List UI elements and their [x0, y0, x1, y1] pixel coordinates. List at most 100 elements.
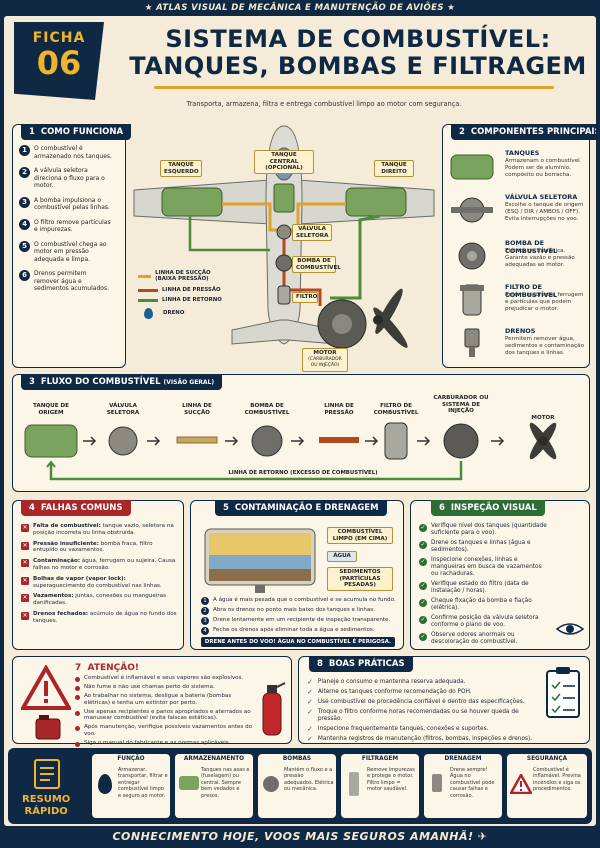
engine-icon [317, 288, 408, 349]
flow-step: FILTRO DE COMBUSTÍVEL [373, 403, 419, 416]
flow-step: TANQUE DE ORIGEM [33, 403, 69, 416]
tank-icon [179, 776, 199, 790]
label-bomba: BOMBA DE COMBUSTÍVEL [292, 256, 341, 274]
legend-item: LINHA DE PRESSÃO [138, 287, 228, 293]
falha-item: ✕Contaminação: água, ferrugem ou sujeira… [21, 558, 176, 571]
label-combustivel-limpo: COMBUSTÍVEL LIMPO (EM CIMA) [327, 527, 393, 545]
section-boas-praticas: 8 BOAS PRÁTICAS ✓Planeje o consumo e man… [298, 656, 590, 744]
atencao-item: Após manutenção, verifique possíveis vaz… [75, 724, 253, 738]
atencao-list: Combustível é inflamável e seus vapores … [75, 675, 253, 749]
title-line-1: SISTEMA DE COMBUSTÍVEL: [165, 25, 551, 53]
ficha-badge: FICHA 06 [14, 22, 104, 100]
check-item: ✓Cheque fixação da bomba e fiação (elétr… [419, 598, 532, 611]
flow-step: CARBURADOR OU SISTEMA DE INJEÇÃO [433, 395, 489, 415]
falhas-list: ✕Falta de combustível: tanque vazio, sel… [21, 523, 179, 629]
pump-icon [458, 242, 486, 270]
section-header: 8 BOAS PRÁTICAS [309, 656, 413, 672]
page-subtitle: Transporta, armazena, filtra e entrega c… [186, 100, 462, 108]
check-item: ✓Verifique estado do filtro (data de ins… [419, 581, 529, 594]
label-tanque-direito: TANQUE DIREITO [374, 160, 414, 178]
flow-step: BOMBA DE COMBUSTÍVEL [244, 403, 290, 416]
check-item: ✓Drene os tanques e linhas (água e sedim… [419, 540, 531, 553]
flow-return-label: LINHA DE RETORNO (EXCESSO DE COMBUSTÍVEL… [173, 470, 433, 477]
pratica-item: ✓Use combustível de procedência confiáve… [307, 698, 525, 706]
title-underline [154, 86, 554, 89]
top-band: ★ ATLAS VISUAL DE MECÂNICA E MANUTENÇÃO … [0, 0, 600, 16]
label-tanque-esquerdo: TANQUE ESQUERDO [160, 160, 202, 178]
clipboard-icon [546, 667, 580, 718]
drop-icon [98, 774, 112, 794]
footer-band: CONHECIMENTO HOJE, VOOS MAIS SEGUROS AMA… [0, 826, 600, 848]
ficha-number: 06 [36, 44, 82, 82]
title-line-2: TANQUES, BOMBAS E FILTRAGEM [129, 52, 587, 80]
label-agua: ÁGUA [327, 551, 357, 562]
pratica-item: ✓Troque o filtro conforme horas recomend… [307, 708, 519, 723]
section-header: 2 COMPONENTES PRINCIPAIS [451, 124, 596, 140]
label-valvula: VÁLVULA SELETORA [292, 224, 332, 242]
pratica-item: ✓Inspecione frequentemente tanques, cone… [307, 725, 489, 733]
check-item: ✓Inspecione conexões, linhas e mangueira… [419, 557, 542, 577]
pratica-item: ✓Alterne os tanques conforme recomendaçã… [307, 688, 472, 696]
legend-item: LINHA DE SUCÇÃO (BAIXA PRESSÃO) [138, 270, 228, 283]
flow-step: LINHA DE PRESSÃO [324, 403, 354, 416]
section-header: 5 CONTAMINAÇÃO E DRENAGEM [215, 500, 387, 516]
notepad-icon [34, 759, 60, 789]
section-falhas: 4 FALHAS COMUNS ✕Falta de combustível: t… [12, 500, 184, 650]
section-atencao: 7 ATENÇÃO! Combustível é inflamável e se… [12, 656, 292, 747]
section-header: 1 COMO FUNCIONA [21, 124, 132, 140]
check-item: ✓Confirme posição da válvula seletora co… [419, 615, 539, 628]
pratica-item: ✓Planeje o consumo e mantenha reserva ad… [307, 678, 466, 686]
falha-item: ✕Drenos fechados: acúmulo de água no fun… [21, 610, 177, 624]
section-header: 4 FALHAS COMUNS [21, 500, 131, 516]
legend-item: DRENO [138, 307, 228, 319]
diagram-legend: LINHA DE SUCÇÃO (BAIXA PRESSÃO) LINHA DE… [138, 270, 228, 319]
atencao-item: Combustível é inflamável e seus vapores … [75, 675, 253, 682]
jerrycan-icon [35, 715, 61, 740]
atencao-item: Use apenas recipientes e panos apropriad… [75, 709, 253, 723]
legend-item: LINHA DE RETORNO [138, 297, 228, 303]
section-fluxo: 3 FLUXO DO COMBUSTÍVEL (VISÃO GERAL) TAN… [12, 374, 590, 492]
warning-triangle-icon [21, 665, 71, 710]
label-filtro: FILTRO [292, 292, 318, 303]
filter-icon [460, 284, 484, 316]
drain-icon [464, 328, 480, 357]
check-item: ✓Verifique nível dos tanques (quantidade… [419, 523, 547, 536]
section-inspecao: 6 INSPEÇÃO VISUAL ✓Verifique nível dos t… [410, 500, 590, 650]
drainage-warning: DRENE ANTES DO VOO! ÁGUA NO COMBUSTÍVEL … [201, 637, 395, 647]
inspecao-list: ✓Verifique nível dos tanques (quantidade… [419, 523, 549, 649]
falha-item: ✕Bolhas de vapor (vapor lock): superaque… [21, 575, 162, 589]
flow-chart [24, 422, 557, 481]
fire-extinguisher-icon [262, 682, 286, 736]
section-contaminacao: 5 CONTAMINAÇÃO E DRENAGEM COMBUSTÍVEL LI… [190, 500, 404, 650]
section-header: 3 FLUXO DO COMBUSTÍVEL (VISÃO GERAL) [21, 374, 223, 390]
page-title: SISTEMA DE COMBUSTÍVEL: TANQUES, BOMBAS … [128, 26, 588, 80]
warning-triangle-icon [510, 774, 532, 794]
falha-item: ✕Pressão insuficiente: bomba fraca, filt… [21, 540, 153, 554]
boas-praticas-list: ✓Planeje o consumo e mantenha reserva ad… [307, 679, 537, 746]
atencao-item: Não fume e não use chamas perto do siste… [75, 684, 253, 691]
falha-item: ✕Vazamentos: juntas, conexões ou manguei… [21, 593, 167, 607]
pump-icon [263, 776, 279, 792]
valve-icon [451, 197, 493, 223]
